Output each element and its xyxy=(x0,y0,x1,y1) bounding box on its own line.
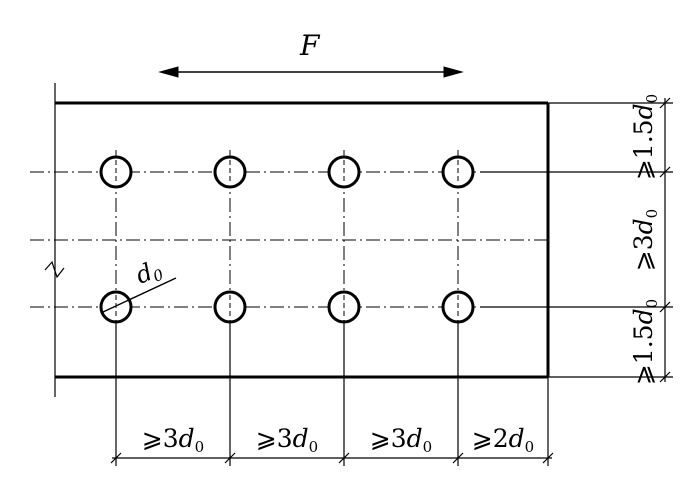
h-dim-label-3: ⩾3d0 xyxy=(370,424,432,456)
h-dim-label-2: ⩾3d0 xyxy=(256,424,318,456)
v-dim-label-2: ⩾3d0 xyxy=(629,209,661,271)
hole-diameter-leader xyxy=(102,277,177,313)
tick xyxy=(452,452,464,464)
force-arrow xyxy=(158,66,464,78)
hole-diameter-label: d0 xyxy=(132,254,167,291)
tick xyxy=(659,371,671,383)
tick xyxy=(542,452,554,464)
tick xyxy=(110,452,122,464)
tick xyxy=(224,452,236,464)
horizontal-dimension-chain xyxy=(110,320,554,466)
hole-center-marks xyxy=(115,160,459,319)
tick xyxy=(659,166,671,178)
break-mark xyxy=(44,260,65,279)
force-label: F xyxy=(299,29,321,62)
vertical-dimension-chain xyxy=(480,97,673,383)
h-dim-label-1: ⩾3d0 xyxy=(142,424,204,456)
v-dim-label-3: ⩾1.5d0 xyxy=(629,299,661,385)
v-dim-label-1: ⩾1.5d0 xyxy=(629,94,661,180)
tick xyxy=(659,301,671,313)
h-dim-label-4: ⩾2d0 xyxy=(472,424,534,456)
tick xyxy=(338,452,350,464)
tick xyxy=(659,97,671,109)
